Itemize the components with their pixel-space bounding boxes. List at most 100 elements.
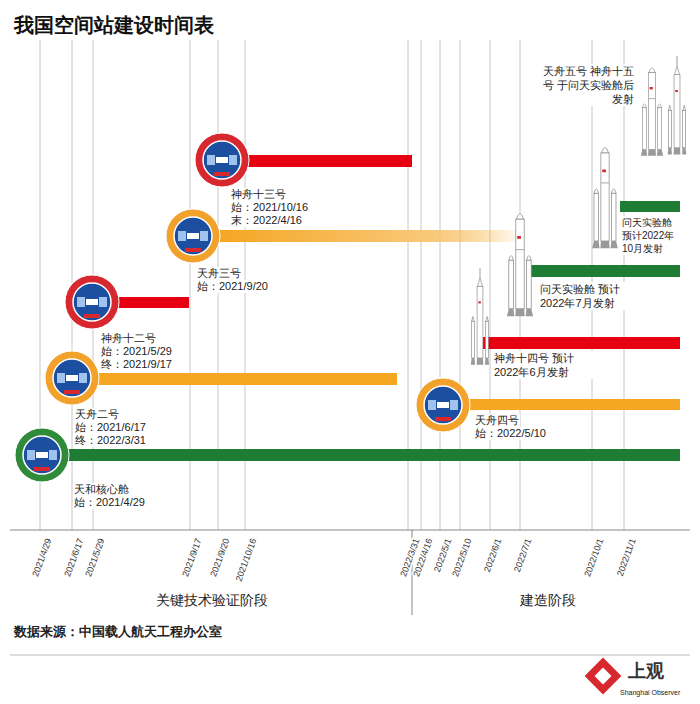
mission-label: 神舟十三号始：2021/10/16末：2022/4/16 [230, 188, 309, 227]
footer-rule [10, 655, 690, 656]
rocket-note: 问天实验舱 预计2022年10月发射 [622, 216, 684, 255]
station-glyph [36, 452, 48, 458]
logo-subtext: Shanghai Observer [620, 688, 680, 697]
station-glyph [34, 467, 50, 471]
station-glyph [49, 450, 57, 460]
axis-date: 2022/11/1 [615, 537, 638, 577]
timeline-bars [28, 155, 680, 461]
axis-date: 2022/7/1 [512, 537, 533, 573]
axis-date: 2021/9/20 [208, 537, 231, 578]
time-axis [10, 530, 690, 531]
bar [620, 201, 680, 212]
station-glyph [84, 314, 100, 318]
bar [530, 265, 680, 277]
station-glyph [27, 450, 35, 460]
station-glyph [216, 157, 228, 163]
mission-patch: 天舟二号始：2021/6/17终：2022/3/31 [44, 350, 100, 406]
station-glyph [178, 231, 186, 241]
rockets [471, 56, 687, 365]
mission-patch: 天和核心舱始：2021/4/29 [14, 427, 70, 483]
patch-ring [15, 428, 69, 482]
rocket-note: 神舟十四号 预计2022年6月发射 [494, 351, 594, 379]
mission-name: 天舟四号 [474, 414, 520, 427]
mission-patch: 天舟三号始：2021/9/20 [165, 208, 221, 264]
patch-emblem [165, 208, 221, 264]
patch-ring [65, 275, 119, 329]
axis-date: 2021/9/17 [180, 537, 203, 578]
patch-emblem [64, 274, 120, 330]
station-glyph [200, 231, 208, 241]
axis-date: 2022/10/1 [582, 537, 605, 578]
chart-title: 我国空间站建设时间表 [14, 12, 214, 38]
rocket-note: 天舟五号 神舟十五号 于问天实验舱后发射 [533, 64, 634, 106]
mission-date: 终：2021/9/17 [100, 358, 173, 371]
patch-core [203, 141, 241, 179]
mission-date: 始：2022/5/10 [474, 427, 547, 440]
mission-label: 天舟二号始：2021/6/17终：2022/3/31 [74, 408, 147, 447]
mission-patch: 天舟四号始：2022/5/10 [415, 377, 471, 433]
station-glyph [450, 400, 458, 410]
patch-core [73, 283, 111, 321]
mission-name: 天舟三号 [196, 267, 242, 280]
mission-name: 神舟十三号 [230, 188, 287, 201]
axis-date: 2021/10/16 [234, 537, 259, 583]
mission-label: 神舟十二号始：2021/5/29终：2021/9/17 [100, 332, 173, 371]
mission-label: 天舟四号始：2022/5/10 [474, 414, 547, 440]
station-glyph [229, 155, 237, 165]
patch-ring [416, 378, 470, 432]
station-glyph [428, 400, 436, 410]
mission-patch: 神舟十三号始：2021/10/16末：2022/4/16 [194, 132, 250, 188]
phase-label: 关键技术验证阶段 [153, 591, 271, 609]
mission-date: 终：2022/3/31 [74, 434, 147, 447]
mission-label: 天舟三号始：2021/9/20 [196, 267, 269, 293]
axis-date: 2022/6/1 [482, 537, 503, 573]
station-glyph [437, 402, 449, 408]
station-glyph [86, 299, 98, 305]
mission-date: 始：2021/4/29 [73, 496, 146, 509]
mission-date: 始：2021/10/16 [230, 201, 309, 214]
station-glyph [207, 155, 215, 165]
patch-core [174, 217, 212, 255]
station-glyph [435, 417, 451, 421]
bar [28, 449, 680, 461]
axis-date: 2021/4/29 [30, 537, 53, 578]
mission-name: 天舟二号 [74, 408, 120, 421]
patch-core [23, 436, 61, 474]
mission-date: 始：2021/5/29 [100, 345, 173, 358]
mission-name: 神舟十二号 [100, 332, 157, 345]
station-glyph [99, 297, 107, 307]
logo-mark [595, 668, 612, 685]
station-glyph [66, 375, 78, 381]
mission-label: 天和核心舱始：2021/4/29 [73, 483, 146, 509]
patch-core [53, 359, 91, 397]
patch-emblem [14, 427, 70, 483]
mission-patch: 神舟十二号始：2021/5/29终：2021/9/17 [64, 274, 120, 330]
station-glyph [79, 373, 87, 383]
logo-icon [585, 658, 622, 695]
patch-emblem [194, 132, 250, 188]
station-glyph [57, 373, 65, 383]
patch-core [424, 386, 462, 424]
mission-date: 始：2021/9/20 [196, 280, 269, 293]
station-glyph [77, 297, 85, 307]
bar [480, 337, 680, 349]
logo-text: 上观 [628, 660, 664, 683]
bar [440, 399, 680, 410]
axis-date: 2022/5/10 [450, 537, 473, 578]
patch-ring [166, 209, 220, 263]
rocket-note: 问天实验舱 预计2022年7月发射 [540, 282, 644, 310]
station-glyph [185, 248, 201, 252]
axis-date: 2021/6/17 [62, 537, 85, 578]
patch-emblem [415, 377, 471, 433]
mission-name: 天和核心舱 [73, 483, 130, 496]
mission-date: 末：2022/4/16 [230, 214, 303, 227]
patch-ring [195, 133, 249, 187]
source-note: 数据来源：中国载人航天工程办公室 [14, 624, 222, 640]
station-glyph [187, 233, 199, 239]
logo-mark [585, 658, 622, 695]
bar [218, 230, 518, 242]
rocket [471, 268, 489, 365]
rocket [641, 68, 663, 156]
patch-ring [45, 351, 99, 405]
bar [72, 373, 397, 385]
